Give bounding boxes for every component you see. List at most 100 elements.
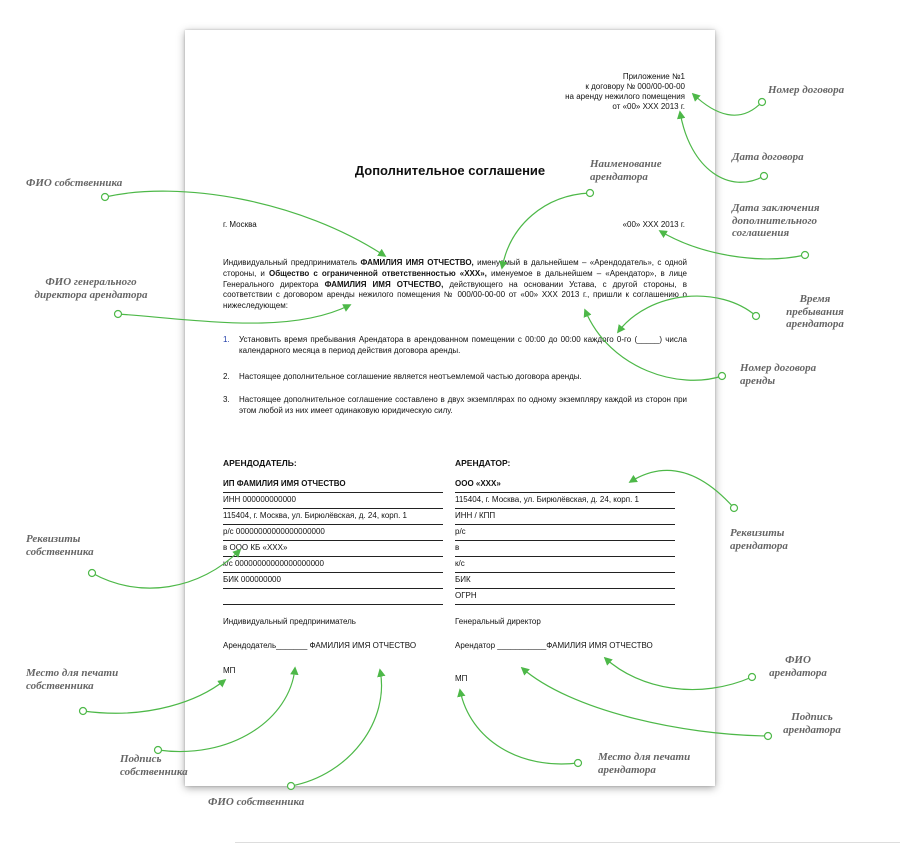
director-fio: ФАМИЛИЯ ИМЯ ОТЧЕСТВО, — [324, 279, 444, 289]
connector-director-fio — [117, 304, 352, 324]
table-row: р/с 00000000000000000000 — [223, 524, 443, 541]
connector-tenant-fio — [603, 656, 753, 691]
anchor-dot — [747, 672, 757, 682]
table-row: ОГРН — [455, 588, 675, 605]
landlord-signature-line: Арендодатель_______ ФАМИЛИЯ ИМЯ ОТЧЕСТВО — [223, 641, 417, 650]
item-text: Настоящее дополнительное соглашение сост… — [239, 395, 687, 415]
connector-agreement-date — [658, 230, 806, 260]
table-row: БИК 000000000 — [223, 572, 443, 589]
anchor-dot — [717, 371, 727, 381]
connector-tenant-stamp — [457, 688, 579, 765]
anchor-dot — [100, 192, 110, 202]
annotation-owner-details: Реквизиты собственника — [26, 533, 94, 558]
anchor-dot — [573, 758, 583, 768]
tenant-stamp: МП — [455, 674, 468, 683]
preamble-text: именуемое в дальнейшем – «Арендатор», в … — [223, 268, 687, 289]
annotation-owner-fio-bottom: ФИО собственника — [208, 796, 305, 808]
annotation-director-fio: ФИО генерального директора арендатора — [34, 276, 148, 301]
item-number: 2. — [223, 372, 230, 381]
tenant-details: АРЕНДАТОР: ООО «ХХХ» 115404, г. Москва, … — [455, 458, 675, 608]
appendix-line: Приложение №1 — [622, 72, 685, 81]
appendix-line: от «00» ХХХ 2013 г. — [612, 102, 685, 111]
landlord-details: АРЕНДОДАТЕЛЬ: ИП ФАМИЛИЯ ИМЯ ОТЧЕСТВО ИН… — [223, 458, 443, 608]
table-row: ИНН / КПП — [455, 508, 675, 525]
document-page: Приложение №1 к договору № 000/00-00-00 … — [185, 30, 715, 786]
anchor-dot — [87, 568, 97, 578]
table-row: ИП ФАМИЛИЯ ИМЯ ОТЧЕСТВО — [223, 476, 443, 493]
landlord-position: Индивидуальный предприниматель — [223, 617, 356, 626]
annotation-agreement-date: Дата заключения дополнительного соглашен… — [732, 202, 820, 240]
appendix-line: на аренду нежилого помещения — [565, 92, 685, 101]
annotation-lease-number: Номер договора аренды — [740, 362, 817, 387]
table-row: 115404, г. Москва, ул. Бирюлёвская, д. 2… — [455, 492, 675, 509]
connector-owner-stamp — [82, 678, 227, 714]
annotation-owner-fio-top: ФИО собственника — [26, 177, 123, 189]
appendix-block: Приложение №1 к договору № 000/00-00-00 … — [465, 72, 685, 112]
annotation-tenant-name: Наименование арендатора — [590, 158, 662, 183]
agreement-date: «00» ХХХ 2013 г. — [622, 220, 685, 229]
connector-tenant-details — [628, 469, 735, 509]
landlord-stamp: МП — [223, 666, 236, 675]
connector-tenant-signature — [520, 666, 769, 737]
connector-lease-number — [583, 308, 723, 381]
connector-owner-details — [91, 548, 242, 589]
preamble-text: действующего на основании Устава, с друг… — [223, 279, 687, 311]
table-row: в — [455, 540, 675, 557]
item-number: 3. — [223, 395, 230, 404]
list-item: 2. Настоящее дополнительное соглашение я… — [223, 372, 687, 384]
anchor-dot — [113, 309, 123, 319]
table-row: в ООО КБ «ХХХ» — [223, 540, 443, 557]
connector-contract-number — [691, 92, 763, 116]
annotation-tenant-stamp: Место для печати арендатора — [598, 751, 691, 776]
anchor-dot — [729, 503, 739, 513]
annotation-owner-stamp: Место для печати собственника — [26, 667, 119, 692]
anchor-dot — [153, 745, 163, 755]
table-row: 115404, г. Москва, ул. Бирюлёвская, д. 2… — [223, 508, 443, 525]
divider — [235, 842, 900, 843]
tenant-position: Генеральный директор — [455, 617, 541, 626]
table-row: ООО «ХХХ» — [455, 476, 675, 493]
anchor-dot — [800, 250, 810, 260]
connector-contract-date — [677, 110, 765, 183]
table-row: к/с 00000000000000000000 — [223, 556, 443, 573]
connector-owner-fio-top — [104, 190, 387, 257]
list-item: 1. Установить время пребывания Арендатор… — [223, 335, 687, 359]
connector-tenant-name — [499, 192, 591, 270]
annotation-tenant-signature: Подпись арендатора — [783, 711, 841, 736]
connector-owner-fio-bottom — [290, 668, 386, 787]
anchor-dot — [763, 731, 773, 741]
anchor-dot — [78, 706, 88, 716]
tenant-name: Общество с ограниченной ответственностью… — [268, 268, 487, 278]
owner-fio: ФАМИЛИЯ ИМЯ ОТЧЕСТВО, — [360, 258, 474, 267]
table-row: ИНН 000000000000 — [223, 492, 443, 509]
appendix-line: к договору № 000/00-00-00 — [585, 82, 685, 91]
item-text: Установить время пребывания Арендатора в… — [239, 335, 687, 355]
annotation-tenant-details: Реквизиты арендатора — [730, 527, 788, 552]
landlord-heading: АРЕНДОДАТЕЛЬ: — [223, 458, 297, 468]
connector-owner-signature — [157, 666, 299, 753]
annotation-stay-time: Время пребывания арендатора — [786, 293, 844, 331]
anchor-dot — [286, 781, 296, 791]
anchor-dot — [751, 311, 761, 321]
table-row — [223, 588, 443, 605]
list-item: 3. Настоящее дополнительное соглашение с… — [223, 395, 687, 419]
annotation-contract-date: Дата договора — [732, 151, 804, 163]
tenant-signature-line: Арендатор ___________ФАМИЛИЯ ИМЯ ОТЧЕСТВ… — [455, 641, 653, 650]
preamble-text: Индивидуальный предприниматель — [223, 258, 361, 267]
preamble-text: именуемый в дальнейшем – «Арендодатель»,… — [223, 258, 687, 278]
tenant-heading: АРЕНДАТОР: — [455, 458, 511, 468]
annotation-owner-signature: Подпись собственника — [120, 753, 188, 778]
anchor-dot — [759, 171, 769, 181]
annotation-contract-number: Номер договора — [768, 84, 845, 96]
annotation-tenant-fio: ФИО арендатора — [769, 654, 827, 679]
item-text: Настоящее дополнительное соглашение явля… — [239, 372, 582, 381]
anchor-dot — [585, 188, 595, 198]
item-number: 1. — [223, 335, 230, 344]
document-title: Дополнительное соглашение — [354, 163, 546, 178]
table-row: р/с — [455, 524, 675, 541]
preamble-paragraph: Индивидуальный предприниматель ФАМИЛИЯ И… — [223, 258, 687, 312]
city: г. Москва — [223, 220, 257, 229]
table-row: к/с — [455, 556, 675, 573]
connector-stay-time — [616, 295, 757, 334]
